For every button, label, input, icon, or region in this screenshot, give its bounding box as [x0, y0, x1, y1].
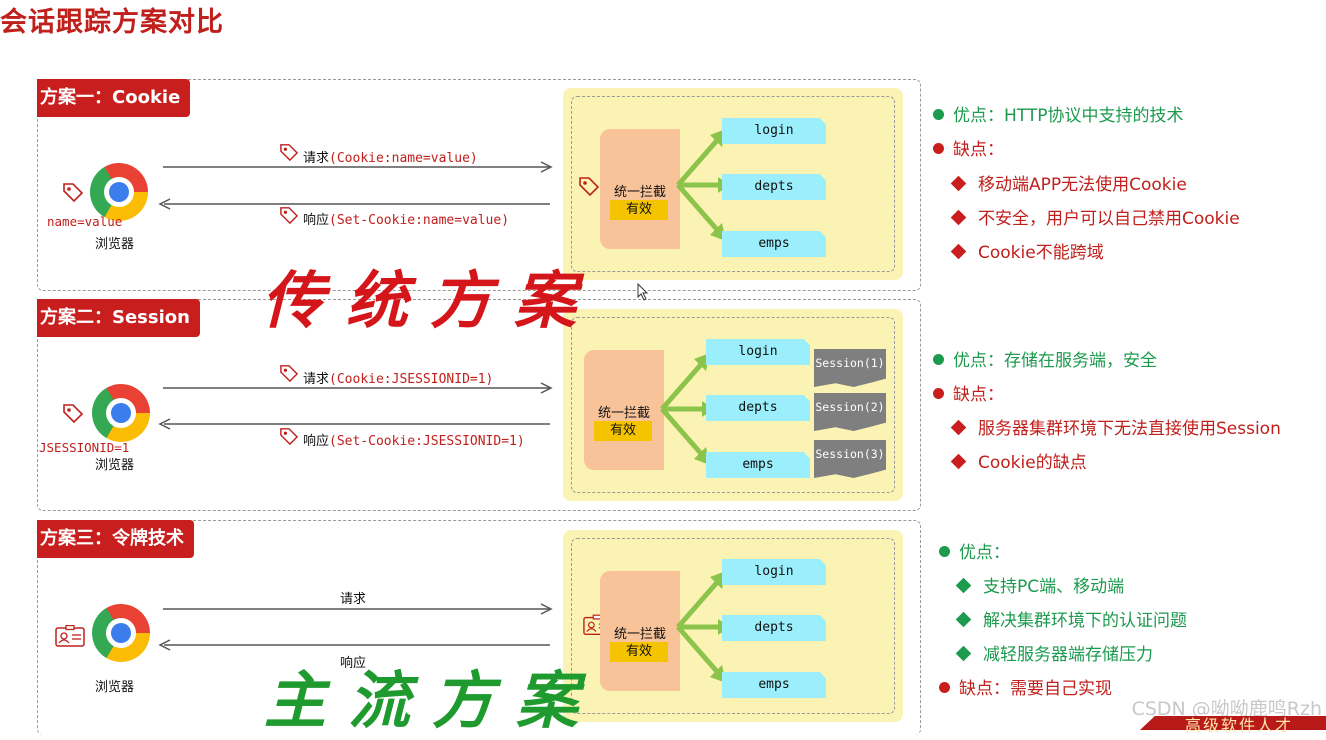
pros-cookie: 优点：HTTP协议中支持的技术 [933, 101, 1184, 126]
cons-item: 移动端APP无法使用Cookie [950, 170, 1187, 195]
cons-token: 缺点：需要自己实现 [939, 674, 1112, 699]
tag-icon [579, 177, 600, 196]
green-arrow-icon [660, 353, 714, 465]
session-store-2: Session(2) [814, 393, 886, 431]
page-title: 会话跟踪方案对比 [0, 7, 224, 38]
endpoint-depts: depts [722, 174, 826, 200]
endpoint-emps: emps [722, 231, 826, 257]
response-arrow [158, 418, 550, 430]
request-arrow [163, 161, 553, 173]
cons-item: Cookie的缺点 [950, 448, 1087, 473]
endpoint-login: login [722, 559, 826, 585]
annotation-mainstream: 主流方案 [264, 664, 601, 737]
response-label: 响应(Set-Cookie:JSESSIONID=1) [303, 434, 525, 449]
cons-item: 不安全，用户可以自己禁用Cookie [950, 204, 1240, 229]
tag-icon [63, 404, 84, 423]
request-label: 请求 [340, 592, 367, 607]
valid-badge: 有效 [610, 642, 668, 662]
browser-label: 浏览器 [95, 680, 135, 695]
annotation-traditional: 传统方案 [262, 264, 599, 337]
corner-text: 高级软件人才 [1185, 716, 1294, 735]
tag-icon [280, 365, 299, 382]
tag-icon [280, 144, 299, 161]
interceptor-label: 统一拦截 [597, 406, 650, 421]
pros-token: 优点： [939, 538, 1010, 563]
pros-item: 解决集群环境下的认证问题 [955, 606, 1187, 631]
chrome-icon [92, 604, 150, 662]
valid-badge: 有效 [594, 421, 652, 441]
interceptor-label: 统一拦截 [613, 627, 666, 642]
mouse-cursor-icon [637, 283, 649, 301]
scheme-tag-session: 方案二：Session [37, 299, 200, 337]
session-store-1: Session(1) [814, 349, 886, 387]
interceptor-label: 统一拦截 [613, 185, 666, 200]
client-cookie-value: name=value [47, 214, 123, 229]
request-arrow [163, 382, 553, 394]
request-label: 请求(Cookie:name=value) [303, 151, 478, 166]
response-label: 响应 [340, 656, 367, 671]
response-arrow [158, 639, 550, 651]
valid-badge: 有效 [610, 200, 668, 220]
endpoint-login: login [722, 118, 826, 144]
pros-item: 减轻服务器端存储压力 [955, 640, 1153, 665]
response-label: 响应(Set-Cookie:name=value) [303, 213, 510, 228]
scheme-tag-cookie: 方案一：Cookie [37, 79, 191, 117]
endpoint-depts: depts [722, 615, 826, 641]
tag-icon [63, 183, 84, 202]
cons-cookie: 缺点： [933, 135, 1004, 160]
chrome-icon [92, 384, 150, 442]
session-store-3: Session(3) [814, 440, 886, 478]
cons-item: 服务器集群环境下无法直接使用Session [950, 414, 1281, 439]
tag-icon [280, 207, 299, 224]
request-arrow [163, 603, 553, 615]
scheme-tag-token: 方案三：令牌技术 [37, 520, 194, 558]
tag-icon [280, 428, 299, 445]
interceptor-box: 统一拦截 有效 [584, 350, 664, 470]
endpoint-emps: emps [722, 672, 826, 698]
browser-label: 浏览器 [95, 237, 135, 252]
browser-label: 浏览器 [95, 458, 135, 473]
cons-item: Cookie不能跨域 [950, 238, 1104, 263]
endpoint-login: login [706, 339, 810, 365]
corner-banner [1140, 716, 1326, 730]
request-label: 请求(Cookie:JSESSIONID=1) [303, 372, 494, 387]
cons-session: 缺点： [933, 380, 1004, 405]
interceptor-box: 统一拦截 有效 [600, 129, 680, 249]
response-arrow [158, 198, 550, 210]
chrome-icon [90, 163, 148, 221]
id-card-icon [55, 625, 85, 647]
pros-item: 支持PC端、移动端 [955, 572, 1124, 597]
endpoint-emps: emps [706, 452, 810, 478]
endpoint-depts: depts [706, 395, 810, 421]
watermark: CSDN @呦呦鹿鸣Rzh [1131, 698, 1322, 720]
pros-session: 优点：存储在服务端，安全 [933, 346, 1157, 371]
client-cookie-value: JSESSIONID=1 [39, 440, 130, 455]
interceptor-box: 统一拦截 有效 [600, 571, 680, 691]
